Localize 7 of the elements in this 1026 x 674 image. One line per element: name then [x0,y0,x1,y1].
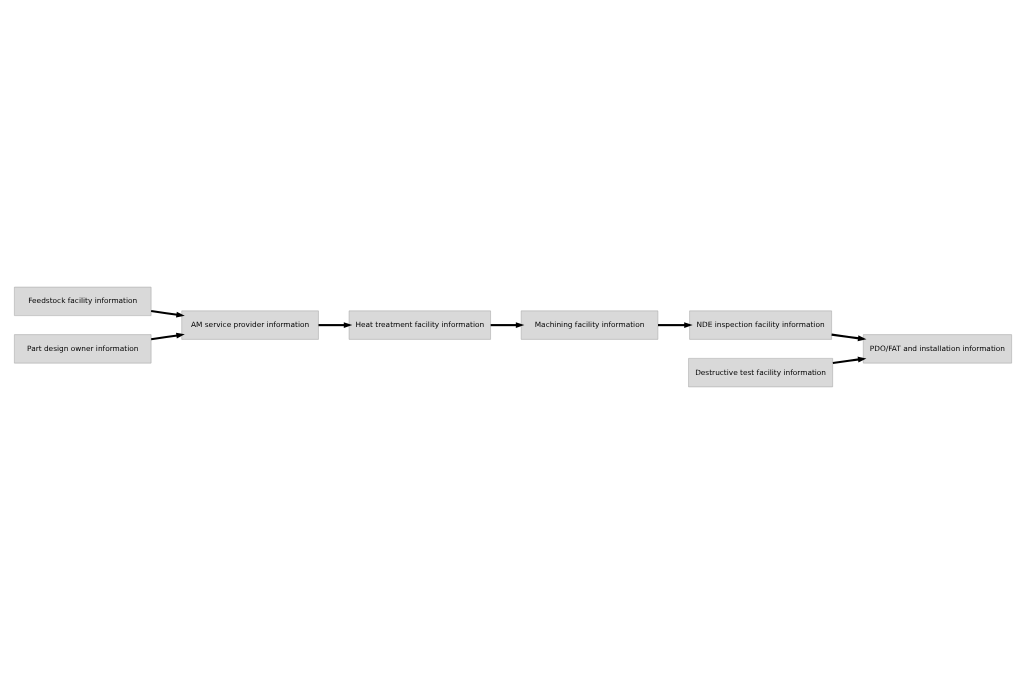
arrow [490,322,525,329]
arrow [151,310,185,318]
arrow [831,333,867,342]
arrow [658,322,693,329]
arrow [151,332,185,341]
arrow [832,356,867,364]
arrow [318,322,353,329]
